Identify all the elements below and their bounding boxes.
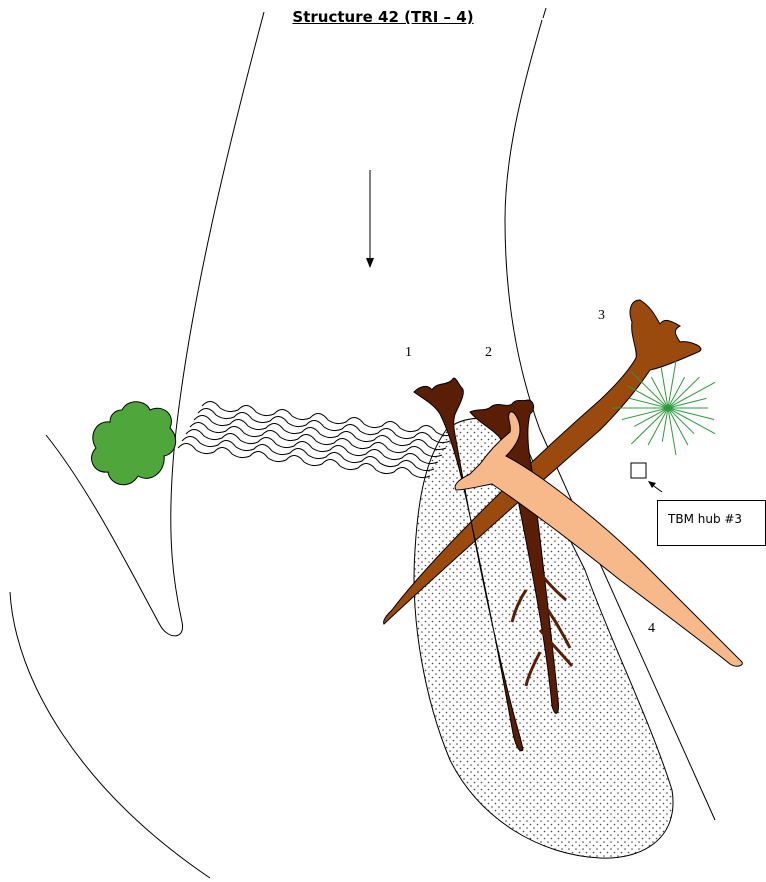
needle-line — [668, 408, 714, 420]
water-ripple-line — [190, 422, 442, 456]
water-ripple-lines — [178, 401, 454, 477]
water-ripple-line — [194, 415, 446, 449]
log-1-label: 1 — [405, 345, 412, 360]
tbm-hub-callout: TBM hub #3 — [657, 500, 766, 546]
needle-line — [668, 398, 706, 408]
water-ripple-line — [178, 443, 430, 477]
water-ripple-line — [202, 401, 454, 435]
needle-line — [630, 398, 668, 408]
right-bank-gap-mark — [543, 8, 546, 18]
bush-shrub — [92, 402, 176, 485]
water-ripple-line — [182, 436, 434, 470]
callout-arrow — [648, 481, 662, 492]
tbm-hub-marker — [631, 463, 646, 478]
log-2-label: 2 — [485, 345, 492, 360]
flow-arrow — [366, 170, 374, 268]
needle-line — [622, 408, 668, 420]
outer-left-bank-line — [10, 592, 210, 878]
log-4-label: 4 — [648, 621, 655, 636]
left-bank-line — [46, 12, 264, 636]
log-3-label: 3 — [598, 308, 605, 323]
water-ripple-line — [186, 429, 438, 463]
water-ripple-line — [198, 408, 450, 442]
